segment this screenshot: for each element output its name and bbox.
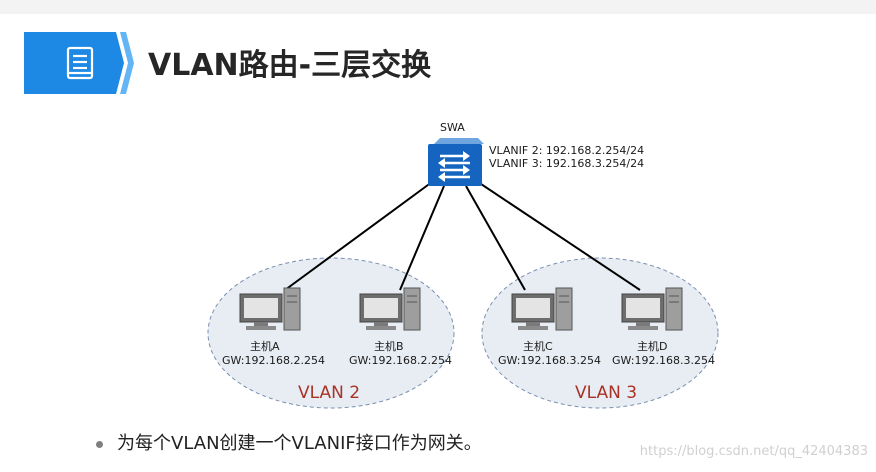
pc-icon-d (621, 287, 683, 331)
bullet-text: 为每个VLAN创建一个VLANIF接口作为网关。 (117, 433, 482, 454)
top-band (0, 0, 876, 14)
bullet-point: 为每个VLAN创建一个VLANIF接口作为网关。 (96, 429, 482, 455)
link-b (399, 185, 445, 291)
pc-icon-a (239, 287, 301, 331)
link-c (465, 185, 526, 291)
link-d (477, 181, 641, 291)
bullet-dot (96, 440, 103, 448)
title-badge (24, 32, 134, 94)
pc-icon-c (511, 287, 573, 331)
switch-icon (428, 138, 484, 186)
vlanif3-label: VLANIF 3: 192.168.3.254/24 (489, 157, 645, 170)
vlan2-label: VLAN 2 (298, 383, 361, 403)
host-b-gw: GW:192.168.2.254 (349, 354, 452, 367)
host-c-gw: GW:192.168.3.254 (498, 354, 601, 367)
pc-icon-b (359, 287, 421, 331)
document-list-icon (66, 46, 94, 80)
vlanif2-label: VLANIF 2: 192.168.2.254/24 (489, 144, 645, 157)
page-title: VLAN路由-三层交换 (148, 48, 432, 83)
host-d-gw: GW:192.168.3.254 (612, 354, 715, 367)
host-a-gw: GW:192.168.2.254 (222, 354, 325, 367)
host-d-name: 主机D (637, 340, 668, 353)
switch-name: SWA (440, 121, 465, 134)
vlan3-label: VLAN 3 (575, 383, 638, 403)
host-b-name: 主机B (374, 340, 404, 353)
watermark: https://blog.csdn.net/qq_42404383 (639, 444, 868, 459)
host-c-name: 主机C (523, 340, 553, 353)
host-a-name: 主机A (250, 340, 280, 353)
link-a (284, 181, 433, 291)
